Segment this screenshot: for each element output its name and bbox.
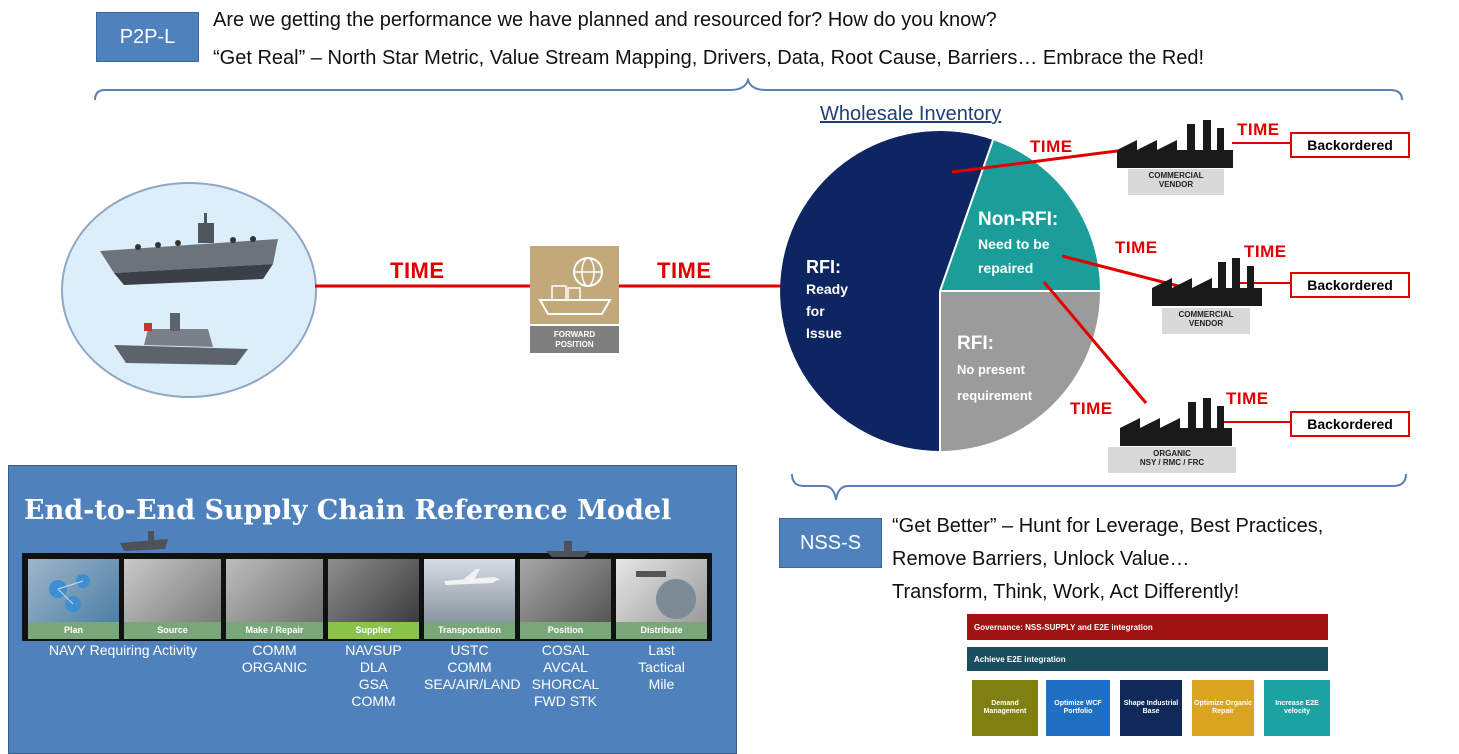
stage-items-position: COSAL AVCAL SHORCAL FWD STK [531,642,600,709]
nss-get-better-text: “Get Better” – Hunt for Leverage, Best P… [892,515,1324,603]
stage-label-make-repair: Make / Repair [226,622,323,639]
commercial-vendor-factory-icon [1152,258,1262,306]
stage-label-plan: Plan [28,622,119,639]
stage-items-plan: NAVY Requiring Activity [48,642,198,658]
stage-items-distribute: Last Tactical Mile [638,642,685,692]
time-label-vendor1-backorder: TIME [1237,120,1280,139]
time-label-ship-to-forward: TIME [390,258,445,283]
time-label-vendor1: TIME [1030,137,1073,156]
warehouse-globe-icon [530,246,619,324]
time-label-vendor2: TIME [1115,238,1158,257]
stage-label-transportation: Transportation [424,622,515,639]
bottom-brace [791,473,1407,501]
backordered-box-3: Backordered [1290,411,1410,437]
carrier-icon-small [120,531,168,551]
aircraft-carrier-icon [100,213,278,285]
stage-image-position [520,559,611,622]
optimize-organic-repair-box: Optimize Organic Repair [1192,680,1254,736]
stage-image-distribute [616,559,707,622]
stage-image-source [124,559,221,622]
wholesale-inventory-title: Wholesale Inventory [820,103,1002,125]
optimize-wcf-portfolio-box: Optimize WCF Portfolio [1046,680,1110,736]
top-brace [94,78,1403,101]
organic-depot-factory-icon [1120,398,1232,446]
header-get-real: “Get Real” – North Star Metric, Value St… [213,47,1205,69]
time-label-vendor2-backorder: TIME [1244,242,1287,261]
header-question: Are we getting the performance we have p… [213,9,997,31]
commercial-vendor-factory-icon [1117,120,1233,168]
time-label-forward-to-wholesale: TIME [657,258,712,283]
pie-slice-rfi-no-requirement [940,291,1100,451]
stage-items-make-repair: COMM ORGANIC [241,642,308,675]
e2e-integration-bar: Achieve E2E integration [967,647,1328,671]
stage-image-make-repair [226,559,323,622]
fleet-ships-illustration [61,182,317,398]
forward-position-node: FORWARD POSITION [530,246,619,356]
stage-label-source: Source [124,622,221,639]
stage-label-position: Position [520,622,611,639]
nss-s-tag: NSS-S [779,518,882,568]
rfi-no-requirement-label: RFI: No present requirement [957,333,1033,403]
reference-model-title: End-to-End Supply Chain Reference Model [24,495,672,526]
demand-management-box: Demand Management [972,680,1038,736]
rfi-ready-label: RFI: Ready for Issue [806,257,849,341]
main-time-line [315,284,807,288]
stage-image-transportation [424,559,515,622]
backordered-box-1: Backordered [1290,132,1410,158]
governance-bar: Governance: NSS-SUPPLY and E2E integrati… [967,614,1328,640]
stage-image-plan [28,559,119,622]
non-rfi-label: Non-RFI: Need to be repaired [978,209,1059,276]
backordered-box-2: Backordered [1290,272,1410,298]
shape-industrial-base-box: Shape Industrial Base [1120,680,1182,736]
time-label-organic: TIME [1070,399,1113,418]
p2p-l-tag: P2P-L [96,12,199,62]
forward-position-label: FORWARD POSITION [530,326,619,353]
stage-label-distribute: Distribute [616,622,707,639]
time-label-organic-backorder: TIME [1226,389,1269,408]
stage-label-supplier: Supplier [328,622,419,639]
increase-e2e-velocity-box: Increase E2E velocity [1264,680,1330,736]
stage-items-transportation: USTC COMM SEA/AIR/LAND [424,642,521,692]
wholesale-inventory-pie [780,131,1100,451]
destroyer-icon-small [546,541,590,557]
stage-image-supplier [328,559,419,622]
stage-items-supplier: NAVSUP DLA GSA COMM [345,642,402,709]
destroyer-icon [114,313,248,365]
